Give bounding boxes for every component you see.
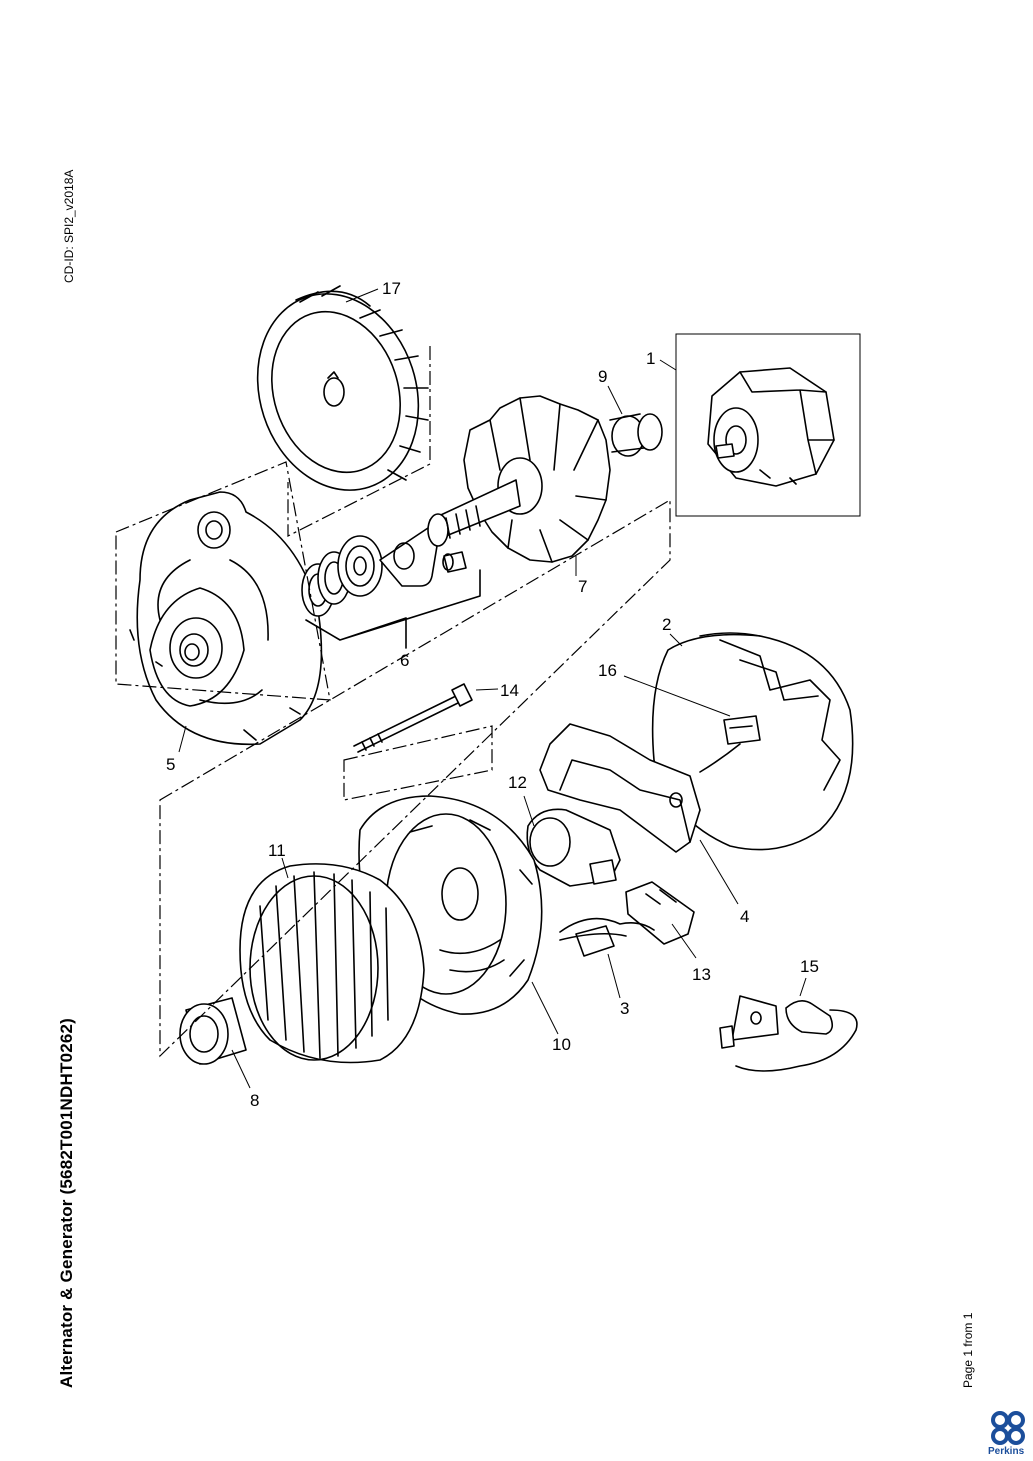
assembly-lines — [115, 346, 671, 1058]
part-complete-alternator — [707, 367, 835, 487]
part-rectifier — [539, 723, 701, 853]
callout-4: 4 — [740, 907, 749, 926]
part-plug — [625, 881, 695, 945]
brand-name: Perkins — [988, 1446, 1025, 1457]
part-stator-winding — [239, 863, 425, 1064]
callout-14: 14 — [500, 681, 519, 700]
callout-17: 17 — [382, 279, 401, 298]
part-connector — [699, 715, 761, 773]
part-drive-end-bracket — [129, 491, 323, 746]
callout-16: 16 — [598, 661, 617, 680]
callout-9: 9 — [598, 367, 607, 386]
callout-15: 15 — [800, 957, 819, 976]
callout-1: 1 — [646, 349, 655, 368]
callout-3: 3 — [620, 999, 629, 1018]
callout-6: 6 — [400, 651, 409, 670]
callout-8: 8 — [250, 1091, 259, 1110]
part-rear-housing — [651, 632, 854, 851]
callout-12: 12 — [508, 773, 527, 792]
leader-lines — [178, 288, 807, 1089]
callout-labels: 17 1 9 7 6 5 14 2 16 12 4 13 3 10 11 8 1… — [166, 279, 819, 1110]
part-wiring — [559, 917, 655, 957]
part-bearing-bush — [179, 997, 247, 1065]
part-fan-pulley — [256, 285, 429, 491]
callout-11: 11 — [268, 841, 286, 860]
part-capacitor — [719, 995, 858, 1072]
callout-13: 13 — [692, 965, 711, 984]
callout-2: 2 — [662, 615, 671, 634]
part-rotor — [427, 395, 663, 563]
callout-10: 10 — [552, 1035, 571, 1054]
callout-7: 7 — [578, 577, 587, 596]
perkins-logo — [991, 1411, 1025, 1445]
part-1-box — [675, 333, 861, 517]
part-bearing-kit — [301, 527, 481, 649]
part-regulator — [526, 808, 621, 887]
callout-5: 5 — [166, 755, 175, 774]
part-through-bolt — [353, 683, 473, 753]
